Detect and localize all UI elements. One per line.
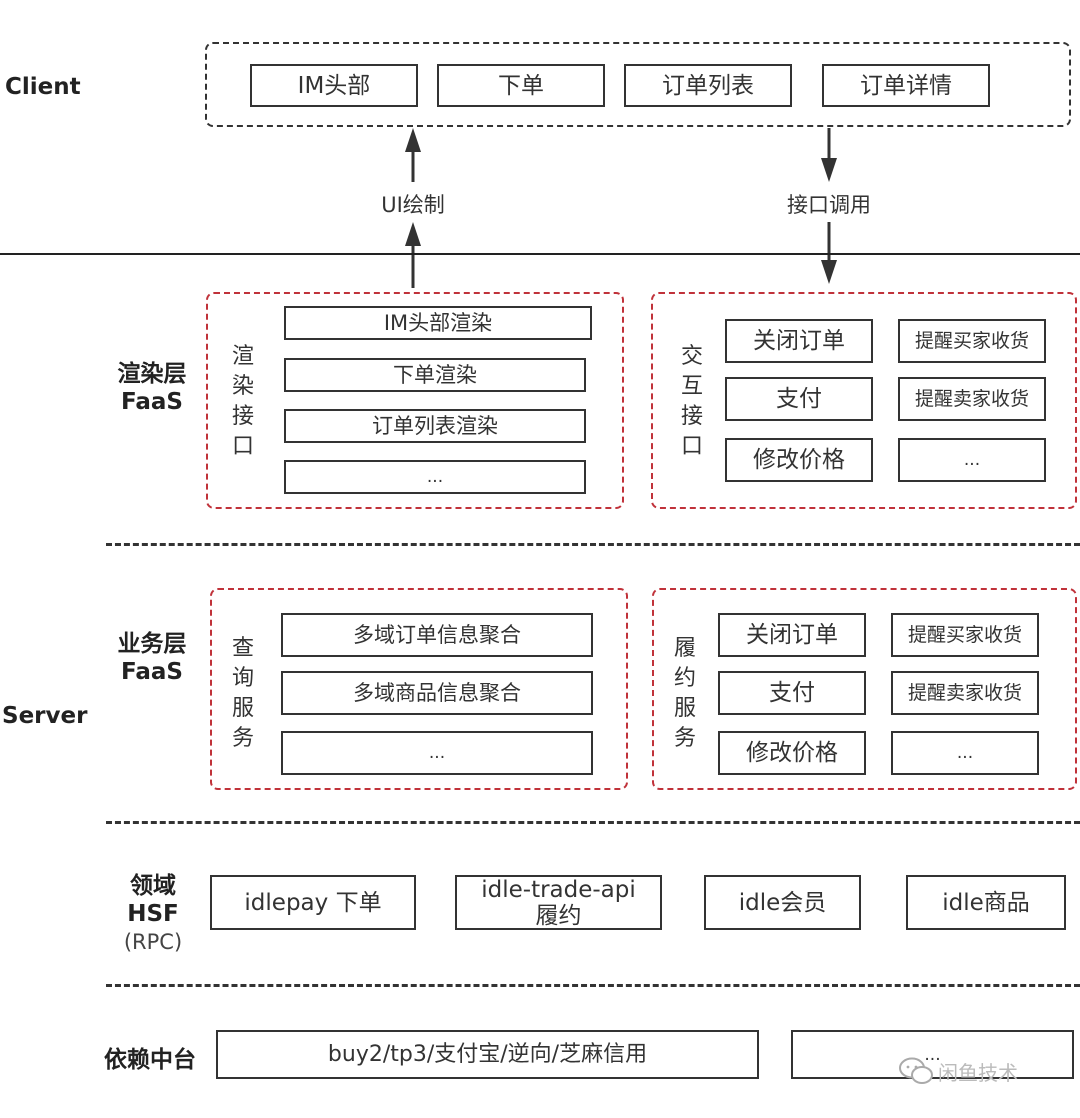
api-call-arrow-upper-head <box>821 158 837 182</box>
query-more: ... <box>281 731 593 775</box>
client-box-im-header: IM头部 <box>250 64 418 107</box>
render-item-im-header: IM头部渲染 <box>284 306 592 340</box>
render-interface-title: 渲 染 接 口 <box>228 342 258 462</box>
fulfillment-service-container <box>652 588 1077 790</box>
domain-dependency-divider <box>106 984 1080 987</box>
domain-layer-label-line1: 领域 <box>130 873 176 899</box>
render-layer-label-line1: 渲染层 <box>117 361 187 387</box>
fulfillment-remind-buyer: 提醒买家收货 <box>891 613 1039 657</box>
query-multi-domain-order: 多域订单信息聚合 <box>281 613 593 657</box>
render-item-more: ... <box>284 460 586 494</box>
fulfillment-close-order: 关闭订单 <box>718 613 866 657</box>
render-title-char-3: 接 <box>231 404 254 429</box>
interaction-pay: 支付 <box>725 377 873 421</box>
render-title-char-1: 渲 <box>231 344 254 369</box>
render-title-char-4: 口 <box>231 434 254 459</box>
ui-draw-arrow-lower-head <box>405 222 421 246</box>
interaction-close-order: 关闭订单 <box>725 319 873 363</box>
dependency-platforms: buy2/tp3/支付宝/逆向/芝麻信用 <box>216 1030 759 1079</box>
domain-layer-label-line2: HSF <box>127 901 179 927</box>
fulfillment-title-char-3: 服 <box>673 696 696 721</box>
render-business-divider <box>106 543 1080 546</box>
client-box-order: 下单 <box>437 64 605 107</box>
domain-idle-trade-api: idle-trade-api 履约 <box>455 875 662 930</box>
business-domain-divider <box>106 821 1080 824</box>
query-service-container <box>210 588 628 790</box>
client-layer-label: Client <box>5 74 81 100</box>
interaction-remind-seller: 提醒卖家收货 <box>898 377 1046 421</box>
render-layer-label: 渲染层 FaaS <box>112 360 192 416</box>
interaction-interface-container <box>651 292 1077 509</box>
query-title-char-3: 服 <box>231 696 254 721</box>
render-title-char-2: 染 <box>231 374 254 399</box>
query-title-char-4: 务 <box>231 726 254 751</box>
api-call-arrow-lower-head <box>821 260 837 284</box>
render-interface-container <box>206 292 624 509</box>
render-layer-label-line2: FaaS <box>121 389 183 415</box>
dependency-layer-label: 依赖中台 <box>104 1047 196 1073</box>
domain-idle-member: idle会员 <box>704 875 861 930</box>
wechat-icon <box>899 1057 933 1084</box>
dependency-more: ... <box>791 1030 1074 1079</box>
interaction-title-char-4: 口 <box>680 434 703 459</box>
api-call-caption: 接口调用 <box>787 193 871 217</box>
business-layer-label-line1: 业务层 <box>117 631 187 657</box>
watermark-text: 闲鱼技术 <box>938 1060 1018 1085</box>
query-multi-domain-goods: 多域商品信息聚合 <box>281 671 593 715</box>
ui-draw-caption: UI绘制 <box>381 193 445 217</box>
client-box-order-detail: 订单详情 <box>822 64 990 107</box>
interaction-modify-price: 修改价格 <box>725 438 873 482</box>
render-item-order: 下单渲染 <box>284 358 586 392</box>
fulfillment-more: ... <box>891 731 1039 775</box>
query-title-char-2: 询 <box>231 666 254 691</box>
interaction-title-char-2: 互 <box>680 374 703 399</box>
domain-idle-trade-api-line2: 履约 <box>535 902 582 929</box>
fulfillment-title-char-2: 约 <box>673 666 696 691</box>
render-item-order-list: 订单列表渲染 <box>284 409 586 443</box>
business-layer-label-line2: FaaS <box>121 659 183 685</box>
domain-idlepay-order: idlepay 下单 <box>210 875 416 930</box>
client-server-divider <box>0 253 1080 255</box>
query-service-title: 查 询 服 务 <box>228 634 258 754</box>
interaction-title-char-1: 交 <box>680 344 703 369</box>
fulfillment-title-char-4: 务 <box>673 726 696 751</box>
domain-layer-label-line3: (RPC) <box>123 930 183 954</box>
interaction-more: ... <box>898 438 1046 482</box>
domain-layer-label: 领域 HSF (RPC) <box>108 872 198 956</box>
watermark: 闲鱼技术 <box>898 1054 1048 1088</box>
domain-idle-goods: idle商品 <box>906 875 1066 930</box>
business-layer-label: 业务层 FaaS <box>112 630 192 686</box>
query-title-char-1: 查 <box>231 636 254 661</box>
fulfillment-title-char-1: 履 <box>673 636 696 661</box>
arrows-layer <box>405 128 837 288</box>
interaction-interface-title: 交 互 接 口 <box>677 342 707 462</box>
fulfillment-remind-seller: 提醒卖家收货 <box>891 671 1039 715</box>
server-label: Server <box>2 703 88 729</box>
interaction-title-char-3: 接 <box>680 404 703 429</box>
client-box-order-list: 订单列表 <box>624 64 792 107</box>
interaction-remind-buyer: 提醒买家收货 <box>898 319 1046 363</box>
fulfillment-modify-price: 修改价格 <box>718 731 866 775</box>
domain-idle-trade-api-line1: idle-trade-api <box>481 876 636 903</box>
fulfillment-service-title: 履 约 服 务 <box>670 634 700 754</box>
fulfillment-pay: 支付 <box>718 671 866 715</box>
client-container <box>205 42 1071 127</box>
ui-draw-arrow-upper-head <box>405 128 421 152</box>
